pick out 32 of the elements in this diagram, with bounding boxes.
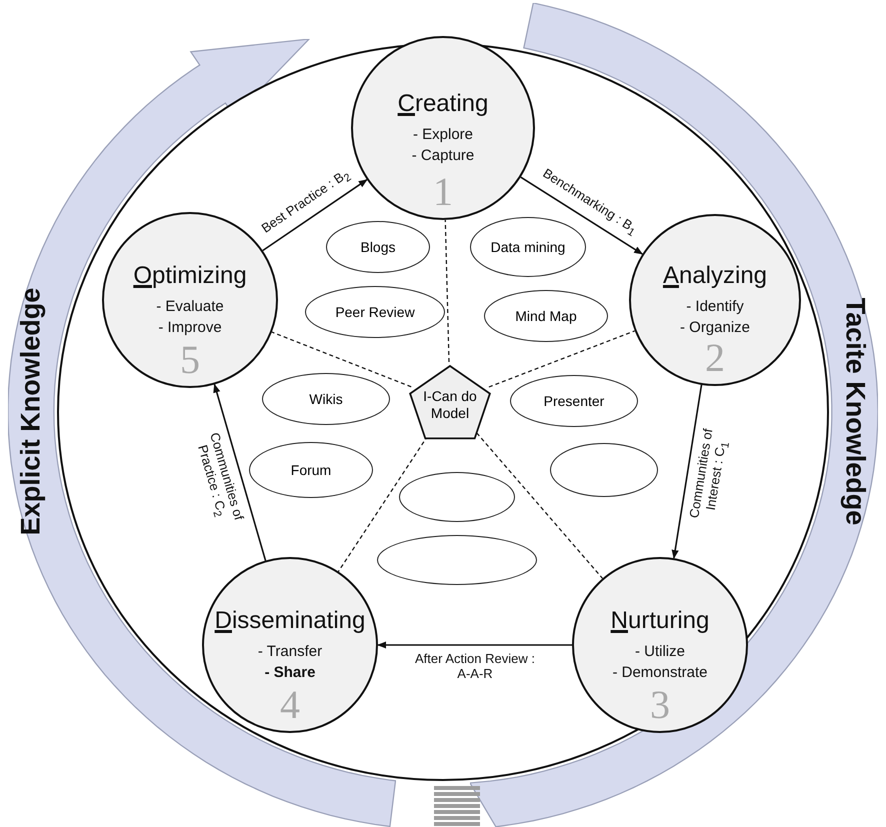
- dashed-line: [444, 220, 450, 362]
- dashed-line: [488, 330, 635, 388]
- stage-heading: Optimizing: [133, 262, 247, 290]
- bullet-item: - Utilize: [634, 642, 685, 662]
- arrow: [213, 384, 266, 561]
- stage-heading: Disseminating: [214, 607, 366, 635]
- stage-heading: Analyzing: [662, 262, 768, 290]
- bullet-item: - Demonstrate: [612, 663, 708, 683]
- stage-heading: Nurturing: [610, 607, 710, 635]
- bullet-item: - Share: [264, 663, 316, 683]
- bullet-item: - Evaluate: [156, 297, 224, 317]
- dashed-line: [476, 432, 603, 579]
- bullet-item: - Capture: [412, 146, 474, 166]
- stage-heading: Creating: [398, 90, 488, 118]
- bullet-item: - Transfer: [258, 642, 322, 662]
- arrow: [262, 179, 368, 252]
- stage-number: 4: [280, 685, 300, 725]
- stage-number: 5: [180, 340, 200, 380]
- band-label: Tacite Knowledge: [839, 298, 870, 526]
- bullet-item: - Improve: [158, 318, 222, 338]
- band-label: Explicit Knowledge: [15, 288, 46, 536]
- stage-number: 1: [433, 172, 453, 212]
- bullet-item: - Identify: [686, 297, 744, 317]
- hub-label: I-Can do Model: [422, 388, 478, 422]
- stage-number: 2: [705, 338, 725, 378]
- dashed-line: [272, 332, 412, 388]
- arrow: [520, 176, 644, 255]
- arrow: [672, 384, 702, 559]
- arrow: [377, 641, 572, 649]
- bullet-item: - Organize: [680, 318, 750, 338]
- bullet-item: - Explore: [412, 125, 474, 145]
- stage-number: 3: [650, 685, 670, 725]
